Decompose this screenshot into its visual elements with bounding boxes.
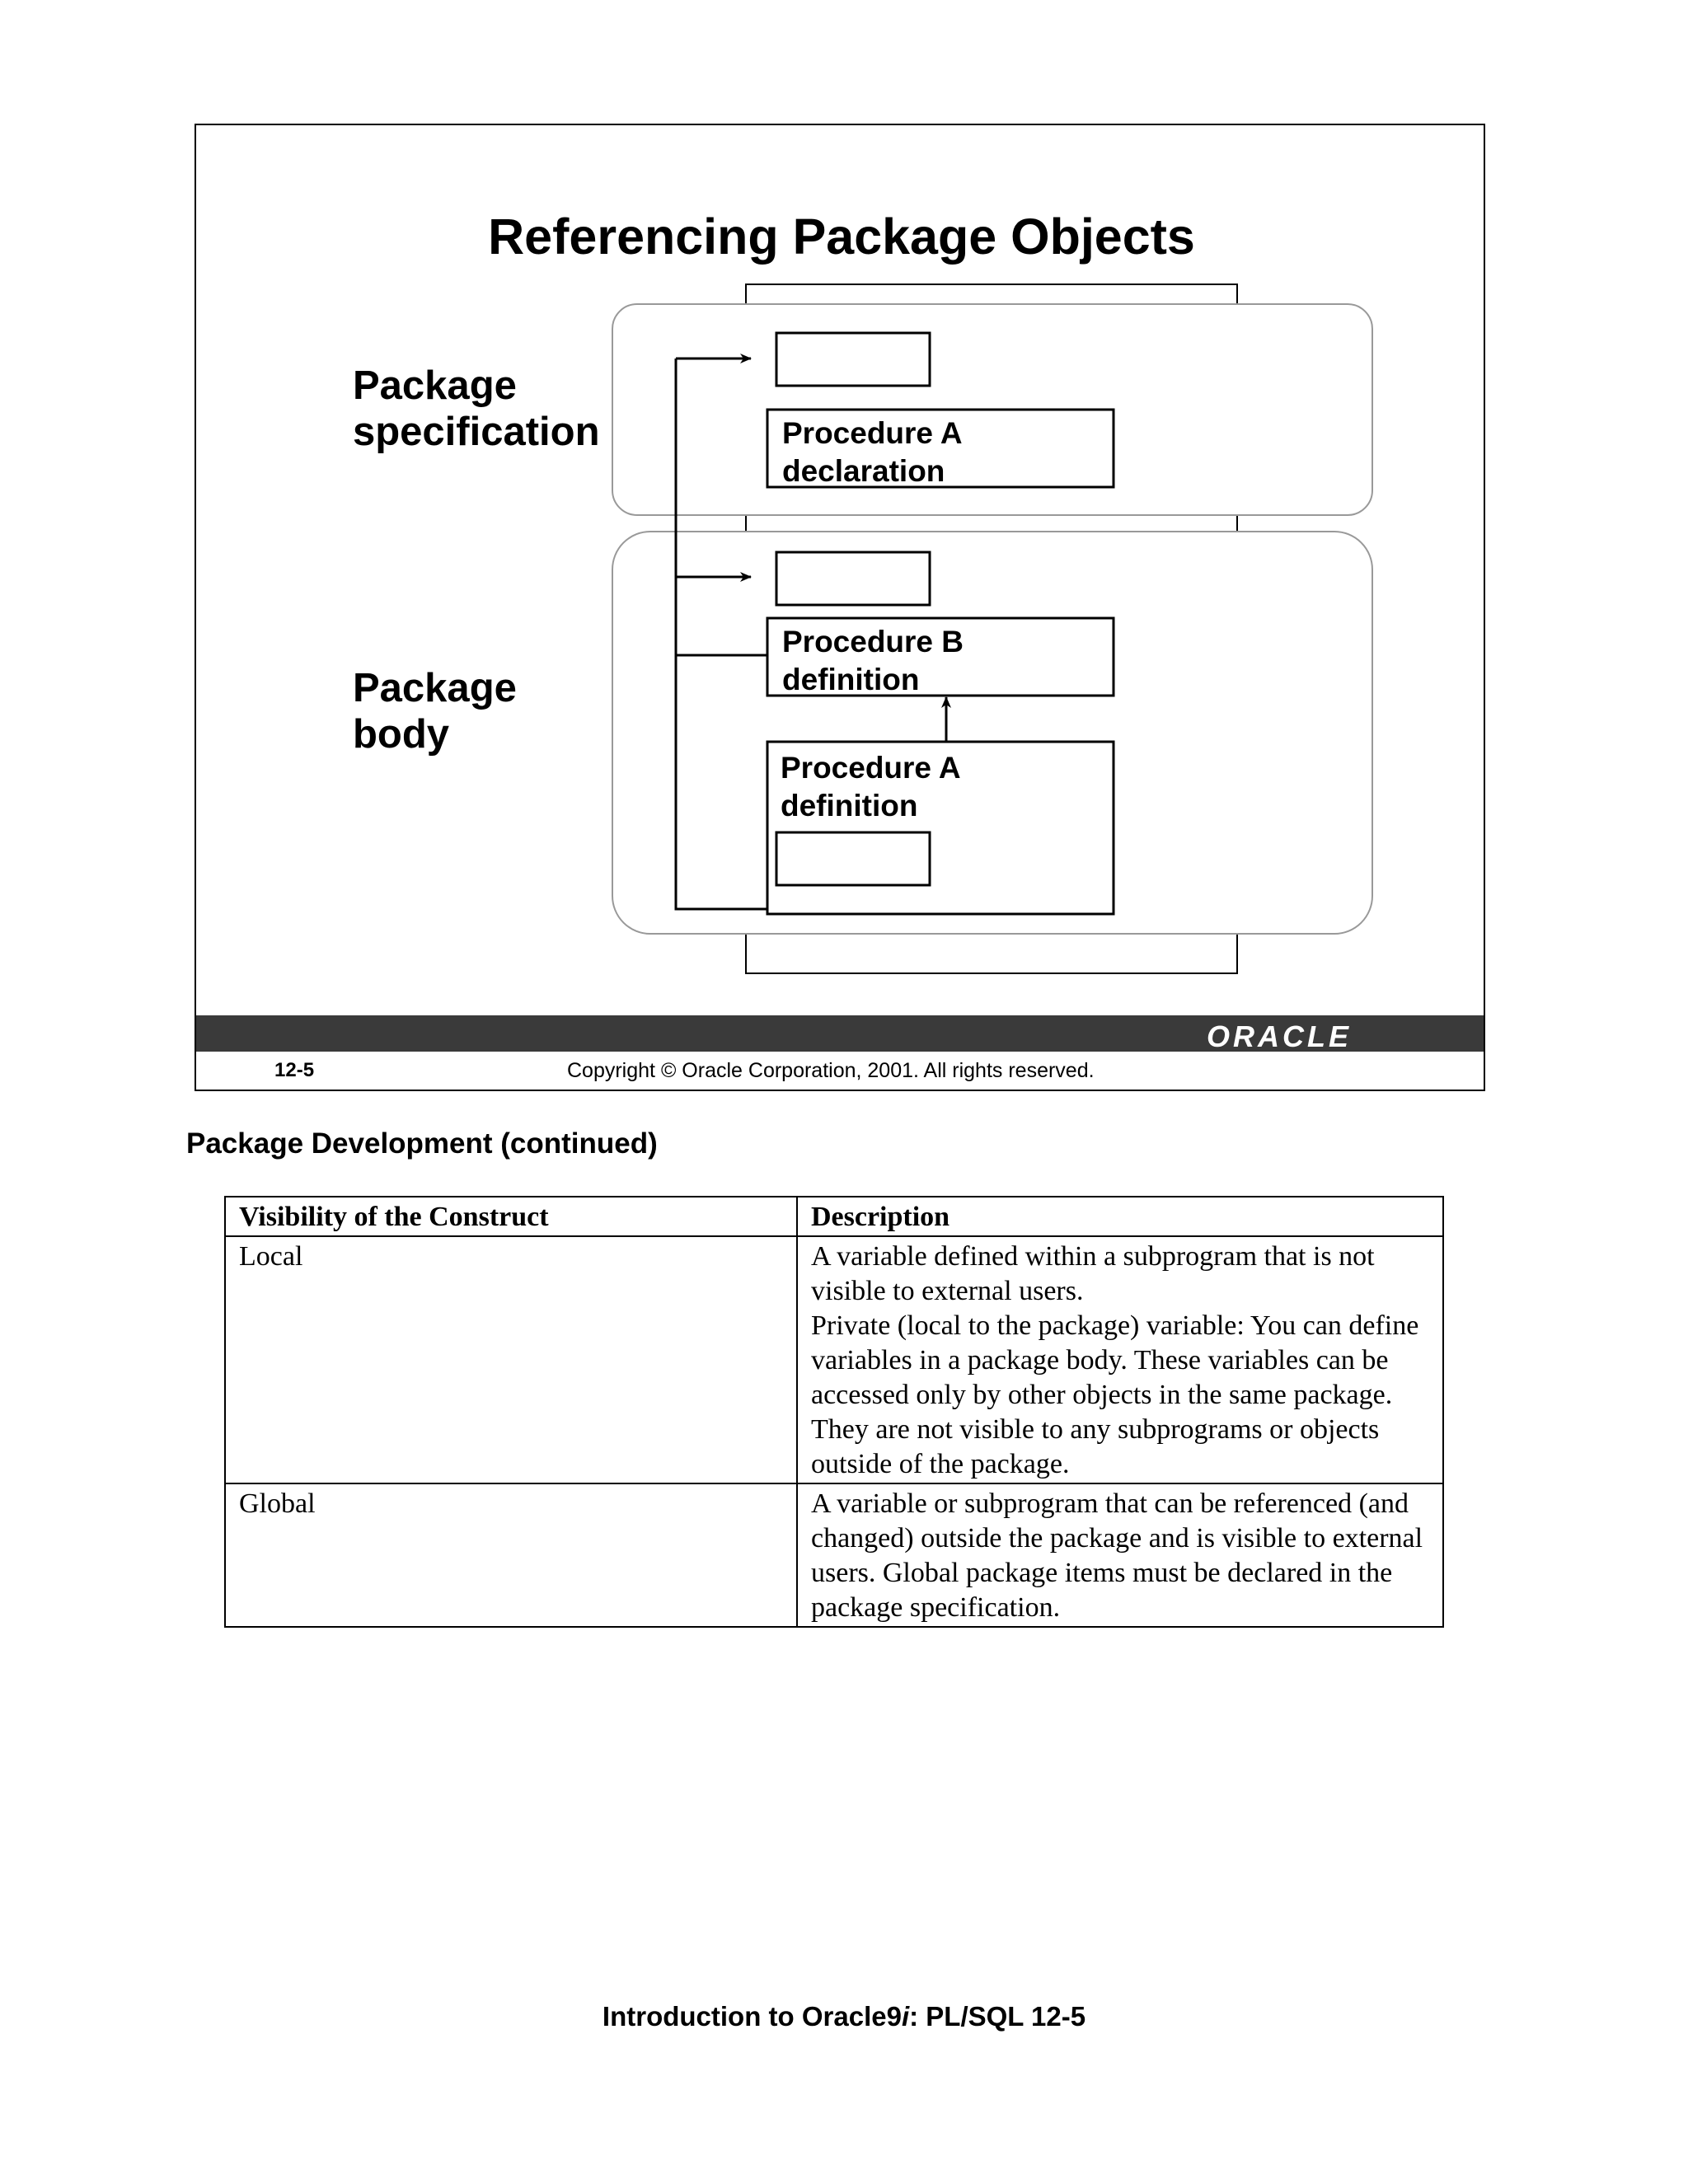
procedure-a-declaration-line1: Procedure A [782, 416, 963, 450]
package-specification-label: Package specification [353, 363, 600, 454]
package-body-label: Package body [353, 666, 517, 757]
visibility-cell: Local [224, 1235, 798, 1484]
table-row: Local A variable defined within a subpro… [224, 1235, 1444, 1484]
spec-variable-box [775, 331, 931, 387]
procedure-b-definition-line1: Procedure B [782, 625, 964, 658]
oracle-logo: ORACLE [1207, 1019, 1352, 1053]
table-header-row: Visibility of the Construct Description [224, 1196, 1444, 1237]
column-header-description: Description [796, 1196, 1444, 1237]
page-footer-prefix: Introduction to Oracle9 [602, 2001, 902, 2032]
slide-number: 12-5 [274, 1059, 315, 1081]
procedure-a-declaration-box [766, 408, 1115, 489]
procedure-a-definition-line1: Procedure A [781, 751, 961, 785]
procedure-a-definition-line2: definition [781, 789, 917, 823]
copyright-notice: Copyright © Oracle Corporation, 2001. Al… [567, 1059, 1095, 1082]
page-footer: Introduction to Oracle9i: PL/SQL 12-5 [0, 2001, 1688, 2032]
local-variable-box [775, 831, 931, 887]
visibility-table: Visibility of the Construct Description … [224, 1196, 1444, 1628]
visibility-cell: Global [224, 1483, 798, 1628]
body-variable-box [775, 551, 931, 607]
section-heading: Package Development (continued) [186, 1127, 658, 1160]
package-diagram: Procedure A declaration Procedure B defi… [612, 284, 1373, 974]
page-footer-suffix: : PL/SQL 12-5 [909, 2001, 1086, 2032]
procedure-b-definition-box [766, 616, 1115, 697]
procedure-b-definition-line2: definition [782, 663, 919, 696]
slide-frame: Referencing Package Objects Package spec… [195, 124, 1485, 1091]
reference-connector [674, 359, 767, 911]
table-row: Global A variable or subprogram that can… [224, 1483, 1444, 1628]
column-header-visibility: Visibility of the Construct [224, 1196, 798, 1237]
slide-title: Referencing Package Objects [488, 209, 1195, 265]
description-cell: A variable or subprogram that can be ref… [796, 1483, 1444, 1628]
procedure-a-declaration-line2: declaration [782, 454, 945, 488]
slide-footer-bar [196, 1015, 1484, 1052]
description-cell: A variable defined within a subprogram t… [796, 1235, 1444, 1484]
page-footer-italic: i [901, 2001, 910, 2032]
